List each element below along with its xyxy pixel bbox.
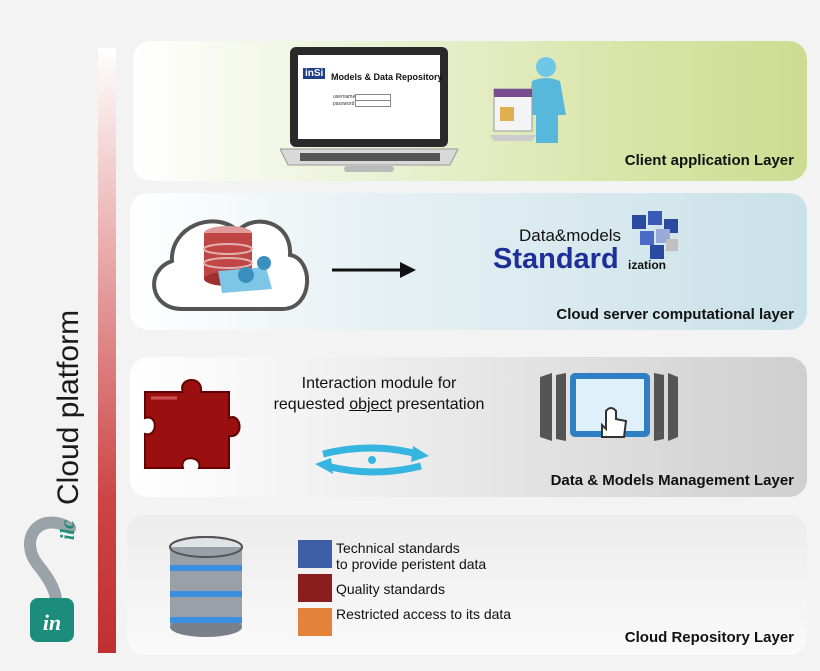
interaction-line2-post: presentation <box>391 396 485 413</box>
client-layer-panel <box>133 41 807 181</box>
legend-technical-line2: to provide peristent data <box>336 556 487 572</box>
svg-text:ilc: ilc <box>57 520 79 540</box>
standard-top-text: Data&models <box>519 226 622 245</box>
puzzle-icon <box>144 379 241 469</box>
interaction-object-word: object <box>349 396 392 413</box>
laptop-pass-label: password <box>333 101 355 107</box>
standard-main-text: Standard <box>493 243 619 275</box>
management-layer-label: Data & Models Management Layer <box>550 472 794 489</box>
interaction-text: Interaction module for requested object … <box>250 373 508 415</box>
laptop-icon <box>280 47 459 172</box>
laptop-pass-field <box>355 100 391 107</box>
interaction-line1: Interaction module for <box>301 375 457 392</box>
user-icon <box>490 57 566 143</box>
standard-suffix-text: ization <box>628 258 666 272</box>
insilc-logo: in ilc <box>24 516 79 642</box>
laptop-user-label: username <box>333 94 356 100</box>
tablet-touch-icon <box>540 373 678 441</box>
legend-swatch-restricted <box>298 608 332 636</box>
cloud-database-icon <box>152 219 310 311</box>
repository-layer-label: Cloud Repository Layer <box>624 629 794 646</box>
laptop-title: Models & Data Repository <box>331 72 443 82</box>
legend-swatch-technical <box>298 540 332 568</box>
client-layer-label: Client application Layer <box>624 152 794 169</box>
interaction-line2-pre: requested <box>273 396 350 413</box>
server-layer-label: Cloud server computational layer <box>556 306 794 323</box>
interaction-line2: requested object presentation <box>250 394 508 415</box>
legend-swatch-quality <box>298 574 332 602</box>
platform-title: Cloud platform <box>52 309 85 505</box>
platform-bar <box>98 48 116 653</box>
svg-text:in: in <box>43 610 61 635</box>
sync-arrows-icon <box>315 444 429 476</box>
database-stack-icon <box>169 536 243 637</box>
cubes-icon <box>632 211 678 259</box>
management-layer-panel <box>130 357 807 497</box>
legend-item-technical: Technical standards to provide peristent… <box>336 540 486 572</box>
legend-restricted-label: Restricted access to its data <box>336 606 512 622</box>
flow-arrow-icon <box>332 262 416 278</box>
legend-quality-label: Quality standards <box>336 581 445 597</box>
legend-technical-line1: Technical standards <box>336 540 460 556</box>
laptop-brand: inSi <box>303 68 326 79</box>
